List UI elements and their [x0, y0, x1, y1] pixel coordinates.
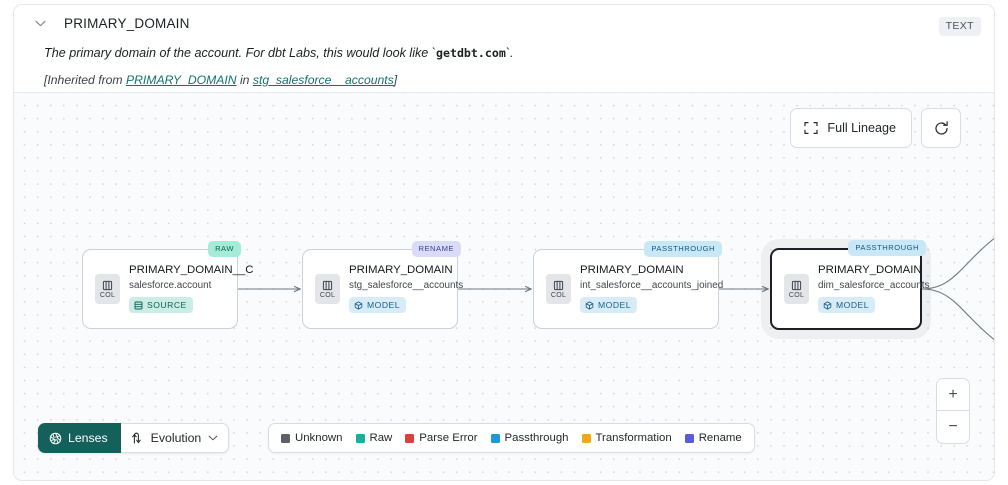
cube-icon: [823, 301, 832, 310]
node-asset-type-label: MODEL: [367, 300, 401, 311]
column-chip-label: COL: [99, 291, 116, 299]
zoom-in-button[interactable]: +: [937, 379, 969, 411]
lineage-node[interactable]: RENAME COL PRIMARY_DOMAIN stg_salesforce…: [302, 241, 463, 329]
legend-swatch: [281, 433, 290, 443]
inherited-mid: in: [236, 73, 253, 87]
node-asset-type: MODEL: [349, 297, 407, 314]
refresh-button[interactable]: [921, 108, 961, 148]
node-table-name: stg_salesforce__accounts: [349, 280, 464, 292]
inherited-close: ]: [393, 73, 398, 87]
node-asset-type: MODEL: [580, 297, 638, 314]
column-chip-label: COL: [319, 291, 336, 299]
description-code: getdbt.com: [436, 46, 506, 60]
header-title-row: PRIMARY_DOMAIN: [14, 16, 190, 31]
evolution-arrows-icon: [131, 431, 144, 445]
column-chip: COL: [784, 274, 809, 304]
column-chip-label: COL: [550, 291, 567, 299]
full-lineage-label: Full Lineage: [827, 121, 896, 135]
inherited-open: [Inherited from: [44, 73, 126, 87]
inherited-from: [Inherited from PRIMARY_DOMAIN in stg_sa…: [44, 73, 397, 87]
node-asset-type: SOURCE: [129, 297, 193, 314]
node-table-name: int_salesforce__accounts_joined: [580, 280, 724, 292]
legend-item: Passthrough: [490, 432, 569, 444]
legend-swatch: [490, 433, 500, 443]
node-kind-badge: PASSTHROUGH: [848, 240, 926, 256]
legend-label: Parse Error: [419, 432, 478, 444]
status-badge: TEXT: [938, 17, 981, 36]
legend-item: Raw: [355, 432, 393, 444]
node-kind-badge: PASSTHROUGH: [644, 241, 722, 257]
column-chip-label: COL: [788, 291, 805, 299]
node-asset-type: MODEL: [818, 297, 876, 314]
lineage-node[interactable]: PASSTHROUGH COL PRIMARY_DOMAIN int_sales…: [533, 241, 723, 329]
refresh-icon: [933, 120, 950, 137]
legend-swatch: [684, 433, 694, 443]
full-lineage-button[interactable]: Full Lineage: [790, 108, 912, 148]
node-table-name: dim_salesforce_accounts: [818, 280, 930, 292]
canvas-controls: Full Lineage: [790, 108, 961, 148]
node-column-name: PRIMARY_DOMAIN: [580, 264, 684, 277]
column-chip: COL: [95, 274, 120, 304]
description-prefix: The primary domain of the account. For d…: [44, 46, 436, 60]
chevron-down-icon[interactable]: [27, 20, 53, 27]
node-body: PRIMARY_DOMAIN dim_salesforce_accounts M…: [818, 263, 929, 315]
page-title: PRIMARY_DOMAIN: [64, 16, 190, 31]
legend-item: Parse Error: [405, 432, 478, 444]
lenses-group: Lenses Evolution: [38, 423, 230, 453]
node-body: PRIMARY_DOMAIN stg_salesforce__accounts …: [349, 263, 463, 315]
node-body: PRIMARY_DOMAIN int_salesforce__accounts_…: [580, 263, 723, 315]
legend-label: Unknown: [295, 432, 343, 444]
node-table-name: salesforce.account: [129, 280, 212, 292]
database-icon: [134, 301, 143, 310]
node-column-name: PRIMARY_DOMAIN: [349, 264, 453, 277]
column-description: The primary domain of the account. For d…: [44, 46, 514, 60]
lineage-node[interactable]: RAW COL PRIMARY_DOMAIN__C salesforce.acc…: [82, 241, 254, 329]
legend-item: Transformation: [581, 432, 672, 444]
cube-icon: [585, 301, 594, 310]
legend-item: Rename: [684, 432, 742, 444]
column-detail-card: PRIMARY_DOMAIN TEXT The primary domain o…: [13, 4, 995, 481]
legend-swatch: [355, 433, 365, 443]
evolution-label: Evolution: [150, 431, 202, 445]
legend-label: Transformation: [595, 432, 672, 444]
node-asset-type-label: MODEL: [836, 300, 870, 311]
node-asset-type-label: SOURCE: [147, 300, 187, 311]
inherited-column-link[interactable]: PRIMARY_DOMAIN: [125, 73, 237, 87]
lenses-button[interactable]: Lenses: [38, 423, 121, 453]
lineage-canvas[interactable]: Full Lineage RAW: [14, 93, 994, 480]
legend: Unknown Raw Parse Error Passthrough Tran…: [268, 423, 755, 453]
lenses-label: Lenses: [68, 431, 108, 445]
chevron-down-icon: [208, 435, 218, 441]
node-column-name: PRIMARY_DOMAIN: [818, 264, 922, 277]
legend-swatch: [405, 433, 415, 443]
node-kind-badge: RENAME: [411, 241, 461, 257]
cube-icon: [354, 301, 363, 310]
legend-label: Rename: [698, 432, 742, 444]
legend-label: Raw: [369, 432, 393, 444]
legend-swatch: [581, 433, 591, 443]
node-asset-type-label: MODEL: [598, 300, 632, 311]
legend-item: Unknown: [281, 432, 343, 444]
node-body: PRIMARY_DOMAIN__C salesforce.account SOU…: [129, 263, 254, 315]
zoom-controls: + −: [936, 378, 970, 444]
legend-label: Passthrough: [504, 432, 569, 444]
column-chip: COL: [546, 274, 571, 304]
aperture-icon: [49, 432, 62, 445]
column-chip: COL: [315, 274, 340, 304]
inherited-table-link[interactable]: stg_salesforce__accounts: [252, 73, 394, 87]
card-header: PRIMARY_DOMAIN TEXT The primary domain o…: [14, 5, 994, 93]
description-suffix: `.: [505, 46, 514, 60]
node-kind-badge: RAW: [208, 241, 241, 257]
expand-corners-icon: [804, 121, 818, 135]
lineage-node-selected[interactable]: PASSTHROUGH COL PRIMARY_DOMAIN dim_sales…: [770, 240, 929, 330]
evolution-dropdown[interactable]: Evolution: [120, 423, 230, 453]
node-column-name: PRIMARY_DOMAIN__C: [129, 264, 254, 277]
zoom-out-button[interactable]: −: [948, 418, 958, 435]
lineage-edges: [237, 237, 994, 341]
